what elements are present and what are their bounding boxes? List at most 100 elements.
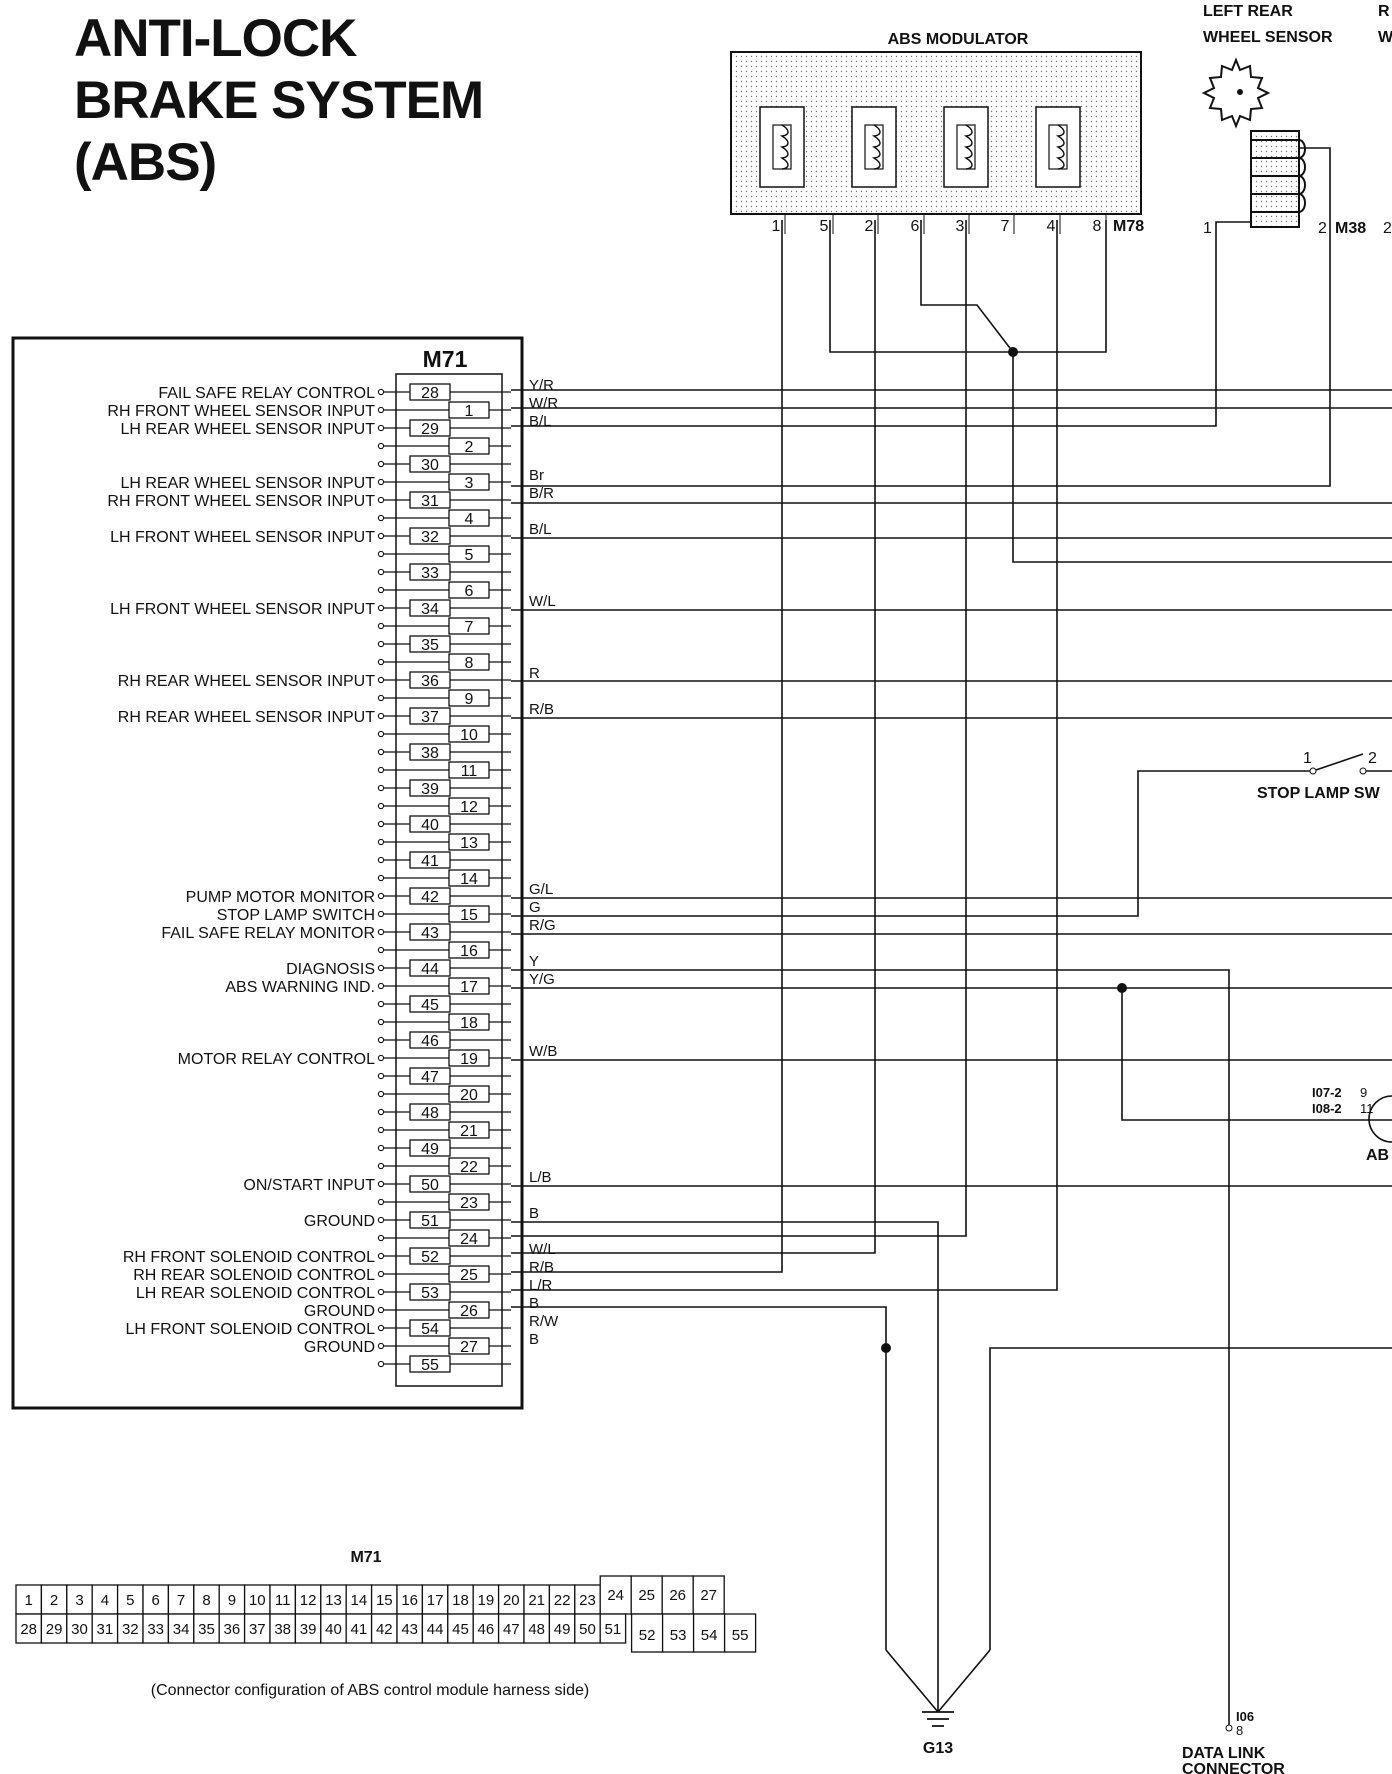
module-pin-number: 28 xyxy=(421,385,439,402)
connector-pin-cell: 44 xyxy=(427,1621,444,1638)
connector-pin-cell: 4 xyxy=(101,1592,109,1609)
modulator-connector-label: M78 xyxy=(1113,218,1144,235)
pin-terminal xyxy=(377,1000,385,1008)
modulator-pin-label: 4 xyxy=(1047,218,1056,235)
module-function-label: PUMP MOTOR MONITOR xyxy=(186,889,375,906)
sensor-coil-icon xyxy=(1250,130,1306,228)
pin-terminal xyxy=(377,820,385,828)
module-pin-number: 53 xyxy=(421,1285,439,1302)
module-pin-number: 30 xyxy=(421,457,439,474)
connector-pin-cell: 18 xyxy=(452,1592,469,1609)
connector-pin-cell: 14 xyxy=(351,1592,368,1609)
wire-color-label: B/L xyxy=(529,413,552,430)
pin-terminal xyxy=(377,946,385,954)
pin-terminal xyxy=(377,1090,385,1098)
wire-y-diagnosis xyxy=(511,969,1230,1725)
connector-pin-cell: 52 xyxy=(639,1627,656,1644)
switch-contact xyxy=(1359,767,1367,775)
pin-terminal xyxy=(377,1270,385,1278)
modulator-pin-label: 6 xyxy=(911,218,920,235)
pin-terminal xyxy=(377,550,385,558)
module-function-label: DIAGNOSIS xyxy=(286,961,375,978)
pin-terminal xyxy=(377,604,385,612)
wiring-harness xyxy=(511,147,1392,1725)
connector-pin-cell: 40 xyxy=(325,1621,342,1638)
module-pin-number: 39 xyxy=(421,781,439,798)
module-pin-number: 44 xyxy=(421,961,439,978)
module-pin-number: 12 xyxy=(460,799,478,816)
module-pin-number: 31 xyxy=(421,493,439,510)
module-pin-number: 2 xyxy=(465,439,474,456)
module-pin-number: 38 xyxy=(421,745,439,762)
module-pin-number: 10 xyxy=(460,727,478,744)
modulator-pin-label: 2 xyxy=(865,218,874,235)
connector-pin-cell: 31 xyxy=(97,1621,114,1638)
connector-pin-cell: 29 xyxy=(46,1621,63,1638)
left-rear-wheel-sensor: LEFT REAR WHEEL SENSOR R W 1 2 M38 2 xyxy=(1201,3,1392,237)
connector-pin-cell: 21 xyxy=(528,1592,545,1609)
title-line-1: ANTI-LOCK xyxy=(74,9,357,68)
right-cut-label-r: R xyxy=(1378,3,1390,20)
module-pin-number: 55 xyxy=(421,1357,439,1374)
modulator-pin-label: 5 xyxy=(820,218,829,235)
junction-dot xyxy=(881,1343,891,1353)
module-pin-number: 15 xyxy=(460,907,478,924)
wire-modulator-pin4 xyxy=(511,220,1058,1291)
wire-b-ground-27 xyxy=(511,1306,887,1650)
connector-pin-cell: 12 xyxy=(300,1592,317,1609)
module-pin-number: 48 xyxy=(421,1105,439,1122)
module-pin-number: 1 xyxy=(465,403,474,420)
module-function-label: LH FRONT WHEEL SENSOR INPUT xyxy=(110,529,375,546)
solenoid-coil-icon xyxy=(1055,124,1065,170)
abs-ind-connector-2: I08-2 xyxy=(1312,1101,1342,1116)
left-rear-sensor-connector-label: M38 xyxy=(1335,220,1366,237)
module-pin-number: 29 xyxy=(421,421,439,438)
connector-pin-cell: 38 xyxy=(274,1621,291,1638)
pin-terminal xyxy=(377,874,385,882)
connector-pin-cell: 30 xyxy=(71,1621,88,1638)
connector-pin-cell: 45 xyxy=(452,1621,469,1638)
module-pin-number: 52 xyxy=(421,1249,439,1266)
wire-color-label: B xyxy=(529,1295,539,1312)
ground-label: G13 xyxy=(923,1740,953,1757)
pin-terminal xyxy=(377,856,385,864)
pin-terminal xyxy=(377,442,385,450)
stop-lamp-pin-2: 2 xyxy=(1368,750,1377,767)
wire-color-label: R/W xyxy=(529,1313,559,1330)
pin-terminal xyxy=(377,514,385,522)
module-function-label: ON/START INPUT xyxy=(243,1177,375,1194)
pin-terminal xyxy=(377,1360,385,1368)
module-function-label: LH REAR WHEEL SENSOR INPUT xyxy=(120,421,375,438)
pin-terminal xyxy=(377,928,385,936)
module-pin-number: 27 xyxy=(460,1339,478,1356)
module-pin-number: 25 xyxy=(460,1267,478,1284)
module-pin-number: 7 xyxy=(465,619,474,636)
connector-pin-cell: 10 xyxy=(249,1592,266,1609)
module-pin-number: 34 xyxy=(421,601,439,618)
abs-ind-label: AB xyxy=(1366,1147,1389,1164)
module-pin-number: 6 xyxy=(465,583,474,600)
connector-view-caption: (Connector configuration of ABS control … xyxy=(151,1682,589,1699)
wire-color-label: L/B xyxy=(529,1169,552,1186)
pin-terminal xyxy=(377,568,385,576)
connector-pin-cell: 24 xyxy=(607,1587,624,1604)
pin-terminal xyxy=(377,766,385,774)
connector-pin-cell: 43 xyxy=(401,1621,418,1638)
module-function-label: LH FRONT WHEEL SENSOR INPUT xyxy=(110,601,375,618)
connector-pin-cell: 47 xyxy=(503,1621,520,1638)
pin-terminal xyxy=(377,712,385,720)
module-function-label: MOTOR RELAY CONTROL xyxy=(178,1051,375,1068)
left-rear-sensor-pin-1: 1 xyxy=(1203,220,1212,237)
module-function-label: FAIL SAFE RELAY MONITOR xyxy=(161,925,375,942)
tone-wheel-icon xyxy=(1201,57,1271,129)
pin-terminal xyxy=(377,1234,385,1242)
module-pin-number: 42 xyxy=(421,889,439,906)
connector-pin-cell: 2 xyxy=(50,1592,58,1609)
module-pin-number: 35 xyxy=(421,637,439,654)
pin-terminal xyxy=(377,784,385,792)
modulator-pin-label: 3 xyxy=(956,218,965,235)
